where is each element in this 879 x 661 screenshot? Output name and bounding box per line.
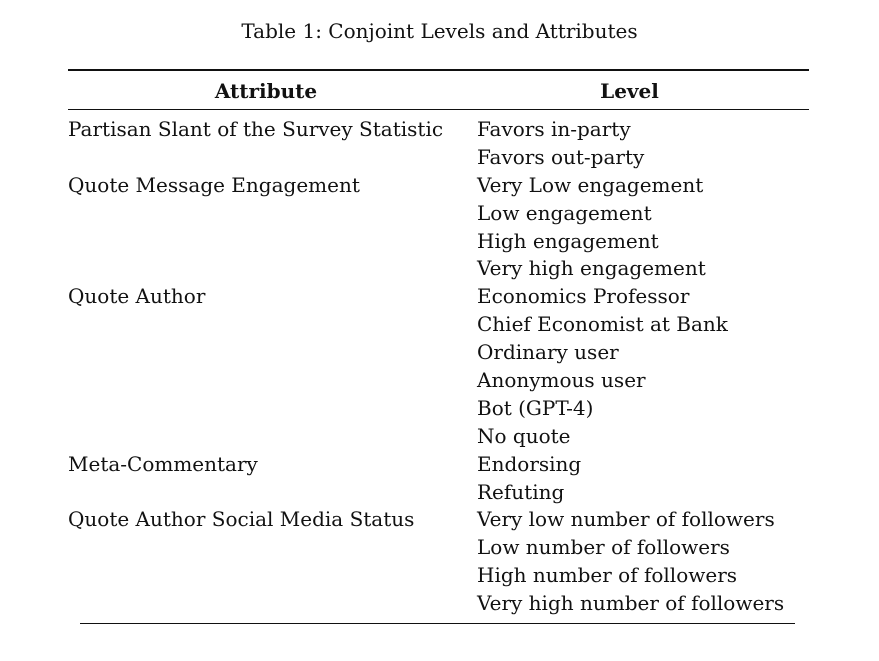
table-row: Quote Author Economics Professor [68,283,809,311]
level-cell: Bot (GPT-4) [477,395,594,420]
table-row: Meta-Commentary Endorsing [68,451,809,479]
table-row: Bot (GPT-4) [68,395,809,423]
table-row: Favors out-party [68,144,809,172]
table-row: Ordinary user [68,339,809,367]
level-cell: Very high number of followers [477,591,785,616]
attribute-cell: Meta-Commentary [68,451,258,476]
table-bottom-rule [80,623,795,624]
level-cell: No quote [477,423,571,448]
level-cell: Ordinary user [477,340,619,365]
column-header-attribute: Attribute [214,79,318,103]
level-cell: Low number of followers [477,535,730,560]
level-cell: Favors in-party [477,117,631,141]
table-row: Chief Economist at Bank [68,311,809,339]
level-cell: High number of followers [477,563,738,588]
level-cell: High engagement [477,228,659,253]
table-row: Refuting [68,479,809,507]
table-row: High number of followers [68,562,809,590]
table-row: Quote Author Social Media Status Very low… [68,506,809,534]
level-cell: Chief Economist at Bank [477,312,728,337]
level-cell: Very high engagement [477,256,706,281]
level-cell: Very low number of followers [477,507,775,532]
column-header-level: Level [600,79,659,103]
attribute-cell: Quote Message Engagement [68,172,360,197]
table-row: Low engagement [68,200,809,228]
attribute-cell: Quote Author Social Media Status [68,507,415,532]
level-cell: Economics Professor [477,284,690,309]
level-cell: Refuting [477,479,565,504]
level-cell: Very Low engagement [477,172,704,197]
level-cell: Low engagement [477,200,652,225]
attribute-cell: Partisan Slant of the Survey Statistic [68,117,444,141]
table-row: High engagement [68,228,809,256]
level-cell: Anonymous user [477,368,646,393]
table-row: Very high engagement [68,255,809,283]
table-top-rule [68,69,809,71]
attribute-cell: Quote Author [68,284,206,309]
table-row: Partisan Slant of the Survey Statistic Fa… [68,116,809,144]
table-row: Anonymous user [68,367,809,395]
table-row: Very high number of followers [68,590,809,618]
level-cell: Favors out-party [477,144,645,169]
level-cell: Endorsing [477,451,582,476]
table-header-rule [68,109,809,110]
table-row: Quote Message Engagement Very Low engagem… [68,172,809,200]
table-row: Low number of followers [68,534,809,562]
table-caption: Table 1: Conjoint Levels and Attributes [241,19,638,43]
table-row: No quote [68,423,809,451]
